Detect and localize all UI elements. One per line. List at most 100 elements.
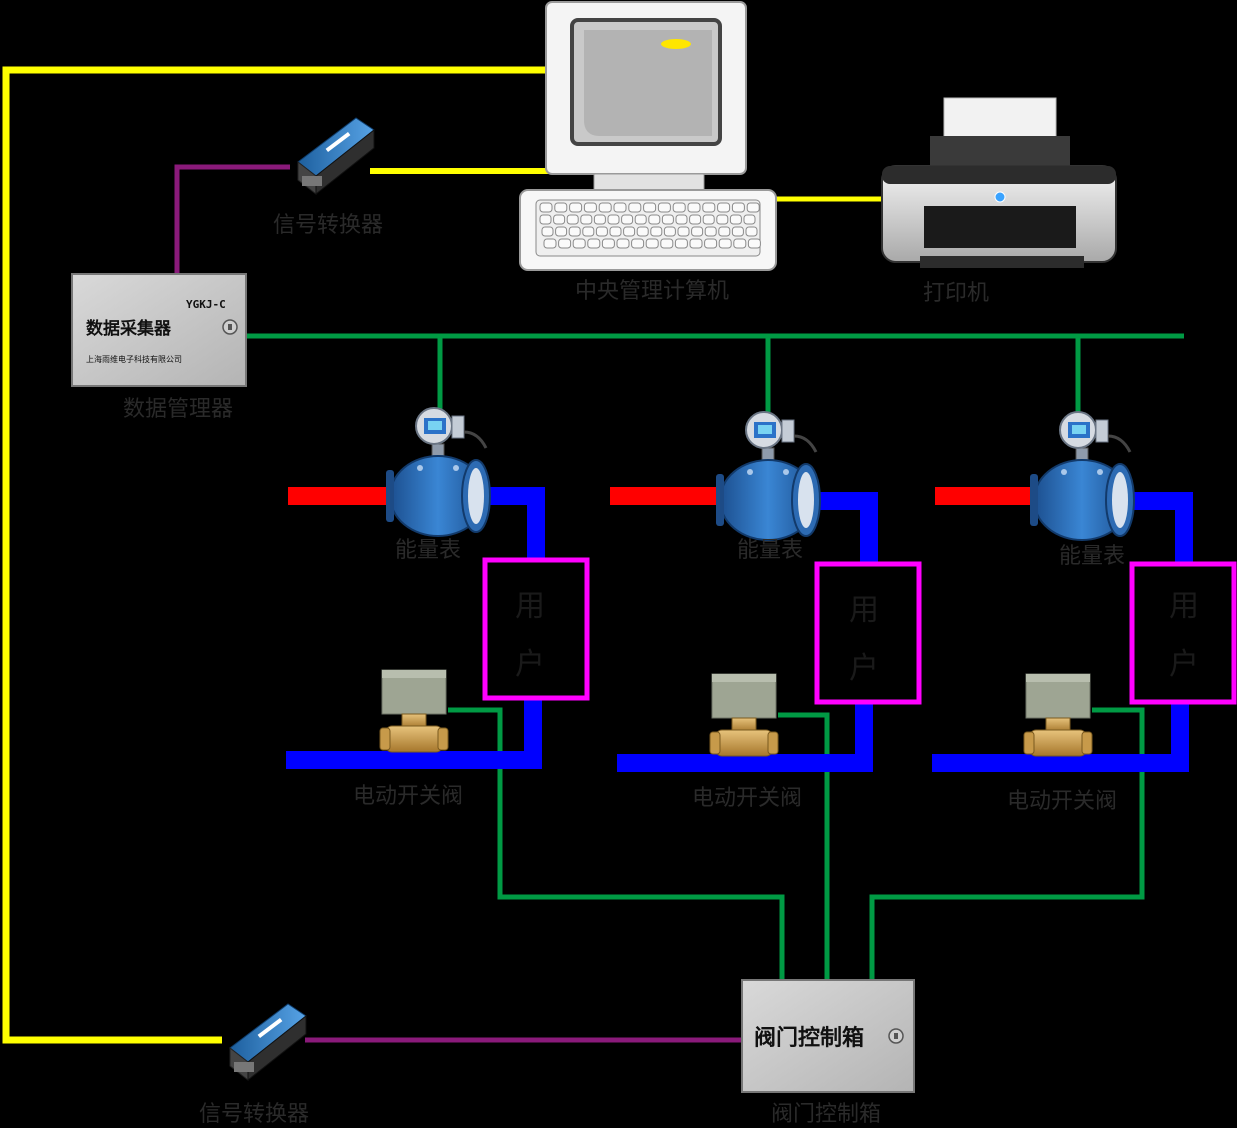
hot-pipe-1: [288, 487, 388, 505]
keyboard-key: [582, 226, 595, 237]
label-electric-valve-2: 电动开关阀: [692, 786, 802, 811]
keyboard-key: [613, 202, 627, 213]
keyboard-key: [689, 214, 702, 225]
keyboard-key: [553, 214, 566, 225]
keyboard-key: [566, 214, 579, 225]
keyboard-key: [539, 202, 553, 213]
keyboard-key: [745, 226, 758, 237]
keyboard-key: [661, 214, 674, 225]
keyboard-key: [718, 238, 732, 249]
keyboard-key: [607, 214, 620, 225]
energy-meter-3-icon: [1028, 410, 1136, 542]
electric-valve-2-icon: [709, 673, 779, 757]
keyboard-key: [663, 226, 676, 237]
green-valve-line-2: [778, 712, 830, 980]
keyboard-key: [634, 214, 647, 225]
keyboard-key: [621, 214, 634, 225]
keyboard-key: [689, 238, 703, 249]
keyboard-key: [587, 238, 601, 249]
blue-return-pipe-2: [617, 702, 873, 772]
keyboard-key: [569, 202, 583, 213]
keyboard-key: [593, 214, 606, 225]
keyboard-key: [657, 202, 671, 213]
keyboard-key: [731, 226, 744, 237]
blue-return-pipe-3: [932, 702, 1189, 772]
label-energy-meter-3: 能量表: [1059, 544, 1125, 569]
label-central-computer: 中央管理计算机: [575, 279, 729, 304]
keyboard-key: [747, 238, 761, 249]
electric-valve-1-icon: [379, 669, 449, 753]
signal-converter-bottom-icon: [229, 1003, 307, 1081]
keyboard-key: [717, 202, 731, 213]
keyboard-key: [583, 202, 597, 213]
keyboard-key: [650, 226, 663, 237]
keyboard-key: [616, 238, 630, 249]
keyboard-key: [733, 238, 747, 249]
label-valve-box: 阀门控制箱: [771, 1102, 881, 1127]
keyboard-key: [691, 226, 704, 237]
keyboard-key: [558, 238, 572, 249]
user-box-1-char-2: 户: [515, 647, 545, 682]
label-signal-converter-top: 信号转换器: [273, 213, 383, 238]
collector-company: 上海雨维电子科技有限公司: [86, 354, 182, 364]
keyboard-key: [601, 238, 615, 249]
keyboard-key: [555, 226, 568, 237]
yellow-link-computer-to-converter-bottom: [2, 66, 550, 1044]
data-collector-box: YGKJ-C 数据采集器 上海雨维电子科技有限公司: [71, 273, 247, 387]
purple-link-converter-to-collector: [174, 164, 290, 274]
user-box-2: 用 户: [814, 561, 922, 705]
energy-meter-2-icon: [714, 410, 822, 542]
keyboard-key: [543, 238, 557, 249]
keyboard-key: [716, 214, 729, 225]
valve-box-face-title: 阀门控制箱: [754, 1025, 864, 1051]
keyboard-keys: [539, 202, 761, 249]
user-box-1-char-1: 用: [515, 589, 545, 624]
collector-model: YGKJ-C: [186, 298, 226, 311]
keyboard-key: [554, 202, 568, 213]
keyboard-key: [704, 238, 718, 249]
hot-pipe-3: [935, 487, 1035, 505]
label-energy-meter-1: 能量表: [395, 538, 461, 563]
label-electric-valve-3: 电动开关阀: [1007, 789, 1117, 814]
keyboard-key: [672, 202, 686, 213]
keyboard-key: [702, 214, 715, 225]
user-box-2-char-2: 户: [849, 651, 879, 686]
keyboard-key: [718, 226, 731, 237]
keyboard-key: [539, 214, 552, 225]
user-box-3: 用 户: [1129, 561, 1237, 705]
user-box-3-char-2: 户: [1169, 647, 1199, 682]
keyboard-key: [687, 202, 701, 213]
keyboard-key: [677, 226, 690, 237]
signal-converter-top-icon: [297, 117, 375, 195]
keyboard-key: [731, 202, 745, 213]
hot-pipe-2: [610, 487, 720, 505]
electric-valve-3-icon: [1023, 673, 1093, 757]
keyboard-key: [631, 238, 645, 249]
valve-control-box: 阀门控制箱: [741, 979, 915, 1093]
green-valve-line-3: [869, 707, 1145, 980]
keyboard-key: [674, 238, 688, 249]
user-box-2-char-1: 用: [849, 593, 879, 628]
collector-title: 数据采集器: [86, 318, 172, 339]
keyboard-key: [675, 214, 688, 225]
keyboard-key: [568, 226, 581, 237]
label-printer: 打印机: [923, 281, 989, 306]
keyboard-key: [609, 226, 622, 237]
keyboard-key: [623, 226, 636, 237]
keyboard-key: [628, 202, 642, 213]
keyboard-key: [541, 226, 554, 237]
keyboard-key: [704, 226, 717, 237]
blue-supply-pipe-1: [470, 487, 545, 560]
keyboard-key: [729, 214, 742, 225]
label-electric-valve-1: 电动开关阀: [353, 784, 463, 809]
energy-meter-1-icon: [384, 406, 492, 538]
keyboard-key: [580, 214, 593, 225]
keyboard-key: [648, 214, 661, 225]
keyboard-key: [660, 238, 674, 249]
keyboard-key: [702, 202, 716, 213]
blue-supply-pipe-2: [800, 492, 878, 564]
keyboard-key: [598, 202, 612, 213]
computer-icon: [519, 1, 777, 271]
